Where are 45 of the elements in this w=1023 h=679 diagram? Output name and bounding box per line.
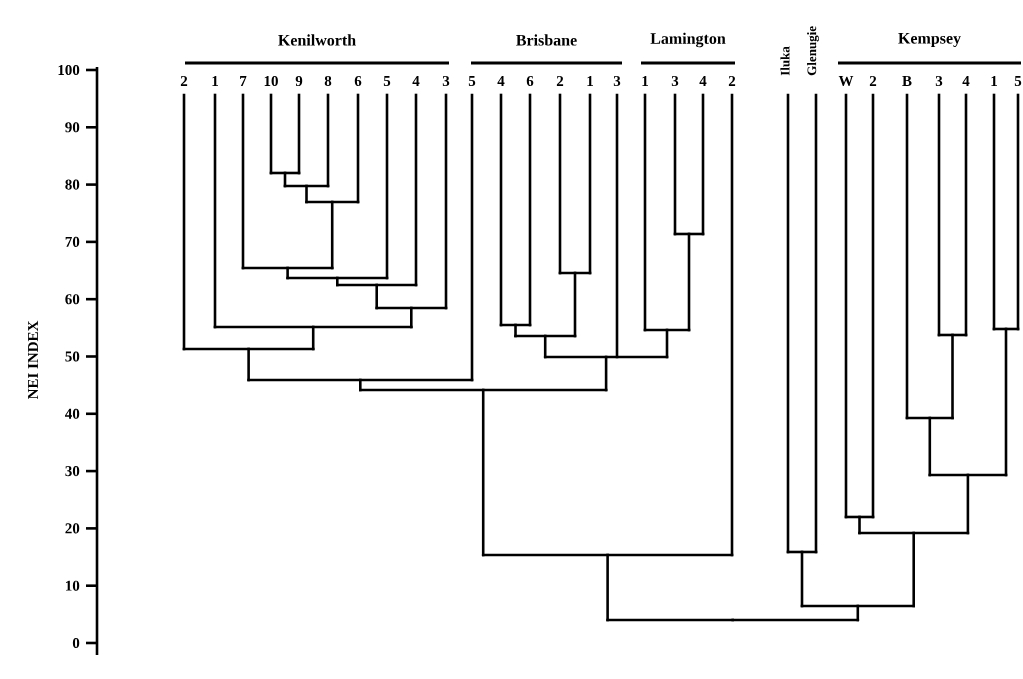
leaf-label: 4 <box>497 76 505 86</box>
leaf-label: 1 <box>212 76 218 86</box>
group-name: Kenilworth <box>278 34 356 46</box>
leaf-label: 9 <box>295 75 303 86</box>
tick-label: 20 <box>65 523 80 534</box>
leaf-label: 5 <box>468 76 476 86</box>
leaf-label: Iluka <box>780 46 790 76</box>
leaf-label: 4 <box>412 76 420 86</box>
leaf-label: 3 <box>613 75 621 86</box>
tick-label: 0 <box>72 637 80 649</box>
group-name: Brisbane <box>516 34 577 46</box>
leaf-label: 2 <box>180 76 188 86</box>
leaf-label: 7 <box>240 76 247 86</box>
leaf-label: W <box>838 75 854 86</box>
group-name: Lamington <box>650 32 726 48</box>
tick-label: 30 <box>65 466 80 477</box>
tick-label: 90 <box>65 122 80 133</box>
leaf-label: 2 <box>556 76 564 86</box>
leaf-label: 3 <box>935 75 943 86</box>
group-name: Kempsey <box>898 33 961 47</box>
leaf-label: 5 <box>1014 76 1022 86</box>
leaf-label: 4 <box>699 76 707 86</box>
leaf-label: 3 <box>671 75 679 86</box>
tick-label: 50 <box>65 351 80 362</box>
leaf-label: 2 <box>869 76 877 86</box>
leaf-label: 6 <box>526 75 534 86</box>
leaf-label: 6 <box>354 75 362 86</box>
leaf-label: 8 <box>324 75 332 87</box>
leaf-label: B <box>902 76 912 86</box>
tick-label: 10 <box>66 580 80 591</box>
tick-label: 80 <box>65 179 80 190</box>
tick-label: 100 <box>58 64 80 76</box>
leaf-label: 10 <box>264 75 278 87</box>
tick-label: 40 <box>65 408 80 419</box>
leaf-label: 3 <box>442 75 450 86</box>
leaf-label: 1 <box>642 76 648 86</box>
leaf-label: 1 <box>587 76 593 86</box>
leaf-label: 1 <box>991 76 997 86</box>
leaf-label: 4 <box>962 76 970 86</box>
tick-label: 60 <box>65 294 80 305</box>
leaf-label: Glenugie <box>807 26 819 76</box>
axis-title: NEI INDEX <box>28 320 38 400</box>
leaf-label: 2 <box>728 76 736 86</box>
leaf-label: 5 <box>383 76 391 86</box>
tick-label: 70 <box>65 236 80 247</box>
